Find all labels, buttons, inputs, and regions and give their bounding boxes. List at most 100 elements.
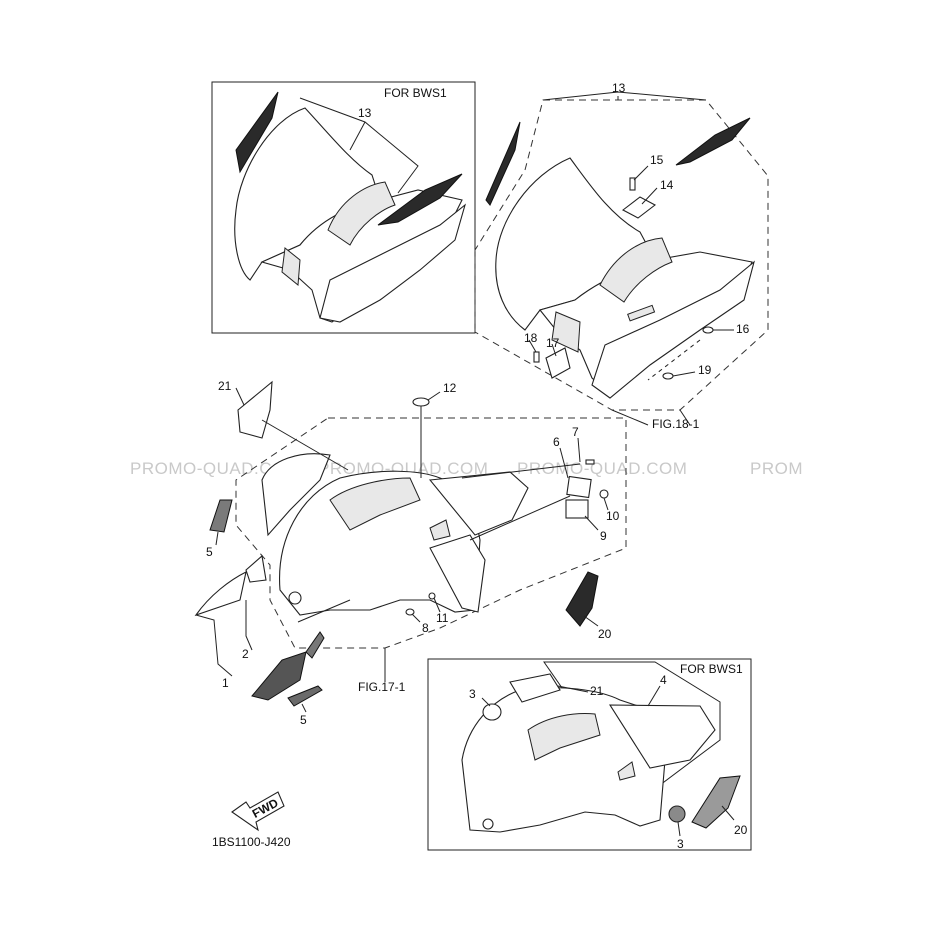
leader-line xyxy=(427,391,441,401)
leader-line xyxy=(679,409,691,426)
callout-11: 11 xyxy=(436,611,449,625)
assembly-boundary xyxy=(474,99,769,411)
callout-18: 18 xyxy=(524,331,538,345)
leader-line xyxy=(299,97,419,194)
leader-line xyxy=(583,615,599,627)
front-left-panel xyxy=(261,453,331,537)
decal-1-panel xyxy=(194,570,247,617)
decal-21 xyxy=(237,380,273,439)
watermark-row: PROMO-QUAD.COM PROMO-QUAD.COM PROMO-QUAD… xyxy=(130,459,803,478)
reflector xyxy=(482,818,494,830)
front-fender-body xyxy=(279,470,481,616)
leader-line xyxy=(469,495,571,541)
leader-line xyxy=(647,685,661,707)
callout-12: 12 xyxy=(443,381,457,395)
slot xyxy=(627,304,656,322)
callout-16: 16 xyxy=(736,322,750,336)
callout-10: 10 xyxy=(606,509,620,523)
emblem-3-lower xyxy=(668,805,686,823)
leader-line xyxy=(433,597,441,613)
grommet-19 xyxy=(662,372,674,380)
diagram-code: 1BS1100-J420 xyxy=(212,835,291,849)
leader-line xyxy=(584,515,599,531)
leader-line xyxy=(481,697,491,707)
watermark: PROMO-QUAD.COM xyxy=(517,459,687,478)
leader-line xyxy=(577,437,581,463)
leader-line xyxy=(641,187,658,205)
leader-line xyxy=(195,614,233,677)
grommet-16 xyxy=(702,326,714,334)
grommet-8 xyxy=(405,608,415,616)
leader-line xyxy=(559,447,569,479)
rear-fender-left xyxy=(495,157,656,331)
leader-line xyxy=(721,805,735,821)
inset-bottom-bws1: FOR BWS1 3 21 4 20 3 xyxy=(427,658,752,851)
callout-13: 13 xyxy=(612,81,626,95)
plate-6 xyxy=(566,475,592,499)
leader-line xyxy=(672,371,696,377)
dash-leader xyxy=(647,339,701,381)
rear-fender-left xyxy=(234,107,381,281)
front-fender-side xyxy=(608,704,716,769)
leader-line xyxy=(411,613,421,623)
callout-7: 7 xyxy=(572,425,579,439)
rear-fender-right xyxy=(319,203,467,323)
callout-20: 20 xyxy=(598,627,612,641)
decal-5-lower xyxy=(287,685,323,707)
decal-21 xyxy=(509,673,561,703)
leader-line xyxy=(551,343,557,357)
watermark: PROM xyxy=(750,459,803,478)
leader-line xyxy=(557,685,589,693)
decal-small xyxy=(305,631,325,659)
leader-line xyxy=(677,821,681,837)
leader-line xyxy=(349,121,366,151)
leader-line xyxy=(633,165,649,181)
inset-frame xyxy=(427,658,752,851)
leader-line xyxy=(542,91,707,101)
callout-14: 14 xyxy=(660,178,674,192)
plate-9 xyxy=(565,499,589,519)
inset-title: FOR BWS1 xyxy=(680,662,743,676)
leader-line xyxy=(235,387,245,406)
decal-20 xyxy=(691,775,741,829)
leader-line xyxy=(215,531,219,546)
emblem-12 xyxy=(412,397,430,407)
callout-13: 13 xyxy=(358,106,372,120)
leader-line xyxy=(301,703,307,713)
forward-arrow-icon xyxy=(231,791,285,832)
fwd-badge: FWD xyxy=(231,791,285,832)
callout-1: 1 xyxy=(222,676,229,690)
callout-4: 4 xyxy=(660,673,667,687)
tank-cavity xyxy=(599,237,673,303)
callout-17: 17 xyxy=(546,336,560,350)
callout-15: 15 xyxy=(650,153,664,167)
callout-5: 5 xyxy=(206,545,213,559)
front-fender-side xyxy=(428,471,529,536)
inset-top-bws1: FOR BWS1 13 xyxy=(211,81,476,334)
emblem-3 xyxy=(482,703,502,721)
plate-14 xyxy=(621,196,657,219)
bolt-18 xyxy=(533,351,540,363)
watermark: PROMO-QUAD.COM xyxy=(130,459,300,478)
front-fender-assembly: 21 12 7 6 10 9 5 20 8 11 2 1 5 FIG.17-1 xyxy=(194,379,627,727)
callout-2: 2 xyxy=(242,647,249,661)
leader-line xyxy=(603,497,609,511)
front-fender-skirt xyxy=(429,534,486,613)
decal-right xyxy=(377,173,463,226)
callout-3: 3 xyxy=(469,687,476,701)
callout-8: 8 xyxy=(422,621,429,635)
figure-ref: FIG.18-1 xyxy=(652,417,700,431)
slot xyxy=(617,761,636,781)
fender-cavity xyxy=(329,477,421,531)
emblem-3 xyxy=(251,651,307,701)
washer-11 xyxy=(428,592,436,600)
bolt-7 xyxy=(585,459,595,465)
callout-9: 9 xyxy=(600,529,607,543)
leader-line xyxy=(611,409,649,426)
nut-10 xyxy=(599,489,609,499)
decal-20 xyxy=(565,571,599,627)
callout-19: 19 xyxy=(698,363,712,377)
bracket xyxy=(551,311,581,353)
leader-line xyxy=(245,600,253,651)
